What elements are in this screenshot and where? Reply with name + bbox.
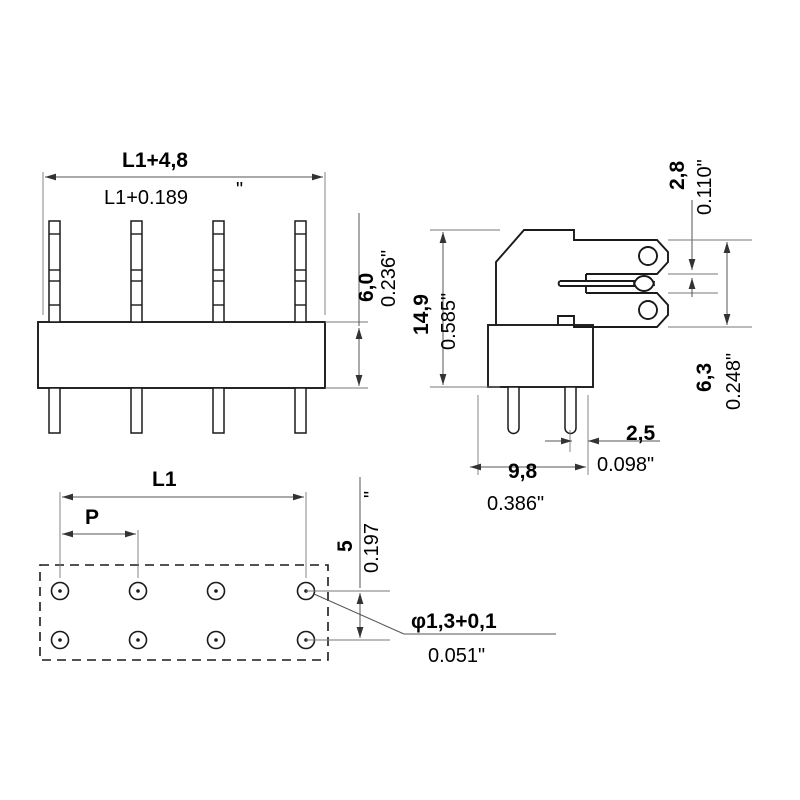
footprint-row-spacing-unit-mark: " <box>361 491 383 498</box>
side-depth-imperial-label: 0.386" <box>487 493 544 515</box>
footprint-pitch-dimension <box>62 530 139 578</box>
footprint-pitch-label: P <box>85 506 99 529</box>
side-view-depth-dimension <box>470 395 589 475</box>
front-width-imperial-label: L1+0.189 <box>104 187 188 209</box>
side-view-lower-tab <box>586 292 669 328</box>
hole-diameter-leader <box>313 593 556 635</box>
side-height-metric-label: 14,9 <box>410 294 433 335</box>
side-section-view <box>430 200 752 475</box>
footprint-row-spacing-dimension <box>306 477 390 641</box>
side-view-slot-tip <box>557 280 586 287</box>
side-tab-gap-imperial-label: 0.110" <box>694 159 716 215</box>
side-view-height-dimension <box>430 229 500 388</box>
side-view-upper-tab <box>586 239 669 275</box>
side-pin-offset-imperial-label: 0.098" <box>597 454 654 476</box>
front-view-lower-pins <box>48 387 307 434</box>
pcb-drill-pattern-view <box>39 477 556 661</box>
side-view-upper-tab-hole <box>638 246 658 266</box>
hole-diameter-metric-label: φ1,3+0,1 <box>411 610 497 633</box>
side-view-pin-offset-dimension <box>545 430 660 452</box>
side-pin-offset-metric-label: 2,5 <box>626 422 656 445</box>
side-view-solder-pin <box>564 386 577 435</box>
front-height-metric-label: 6,0 <box>355 273 378 302</box>
lower-pin <box>130 387 143 434</box>
hole-diameter-imperial-label: 0.051" <box>428 645 485 667</box>
footprint-row-spacing-imperial-label: 0.197 <box>361 523 383 573</box>
upper-pin <box>212 220 225 323</box>
footprint-outline <box>39 564 329 661</box>
footprint-length-label: L1 <box>152 468 177 491</box>
upper-pin <box>294 220 307 323</box>
side-view-contact-foot <box>557 315 586 328</box>
front-width-imperial-unit-mark: " <box>236 179 243 201</box>
side-tab-gap-metric-label: 2,8 <box>666 160 689 190</box>
front-width-metric-label: L1+4,8 <box>122 149 188 172</box>
front-view-upper-pins <box>48 220 307 323</box>
lower-pin <box>48 387 61 434</box>
footprint-length-dimension <box>59 492 307 578</box>
front-view-height-dimension <box>325 213 368 389</box>
side-tab-span-metric-label: 6,3 <box>693 363 716 392</box>
side-view-housing <box>487 324 594 388</box>
front-height-imperial-label: 0.236" <box>378 250 400 307</box>
side-view-tab-slot-upper-edge <box>585 274 655 292</box>
footprint-holes-row-1 <box>50 581 316 601</box>
footprint-row-spacing-metric-label: 5 <box>334 540 357 552</box>
side-view-contact-arm <box>495 229 586 325</box>
side-view-tab-slot-lower-edge <box>585 275 655 293</box>
side-depth-metric-label: 9,8 <box>508 460 538 483</box>
side-view-lower-tab-hole <box>638 300 658 320</box>
side-height-imperial-label: 0.585" <box>438 293 460 350</box>
side-view-tab-span-dimension <box>668 239 752 328</box>
side-view-solder-pin <box>507 386 520 435</box>
side-tab-span-imperial-label: 0.248" <box>723 353 745 410</box>
side-view-tab-gap-dimension <box>668 200 718 297</box>
front-view-body <box>37 321 326 389</box>
front-elevation-view <box>37 172 368 434</box>
upper-pin <box>130 220 143 323</box>
lower-pin <box>212 387 225 434</box>
lower-pin <box>294 387 307 434</box>
upper-pin <box>48 220 61 323</box>
front-view-width-dimension <box>42 172 326 315</box>
